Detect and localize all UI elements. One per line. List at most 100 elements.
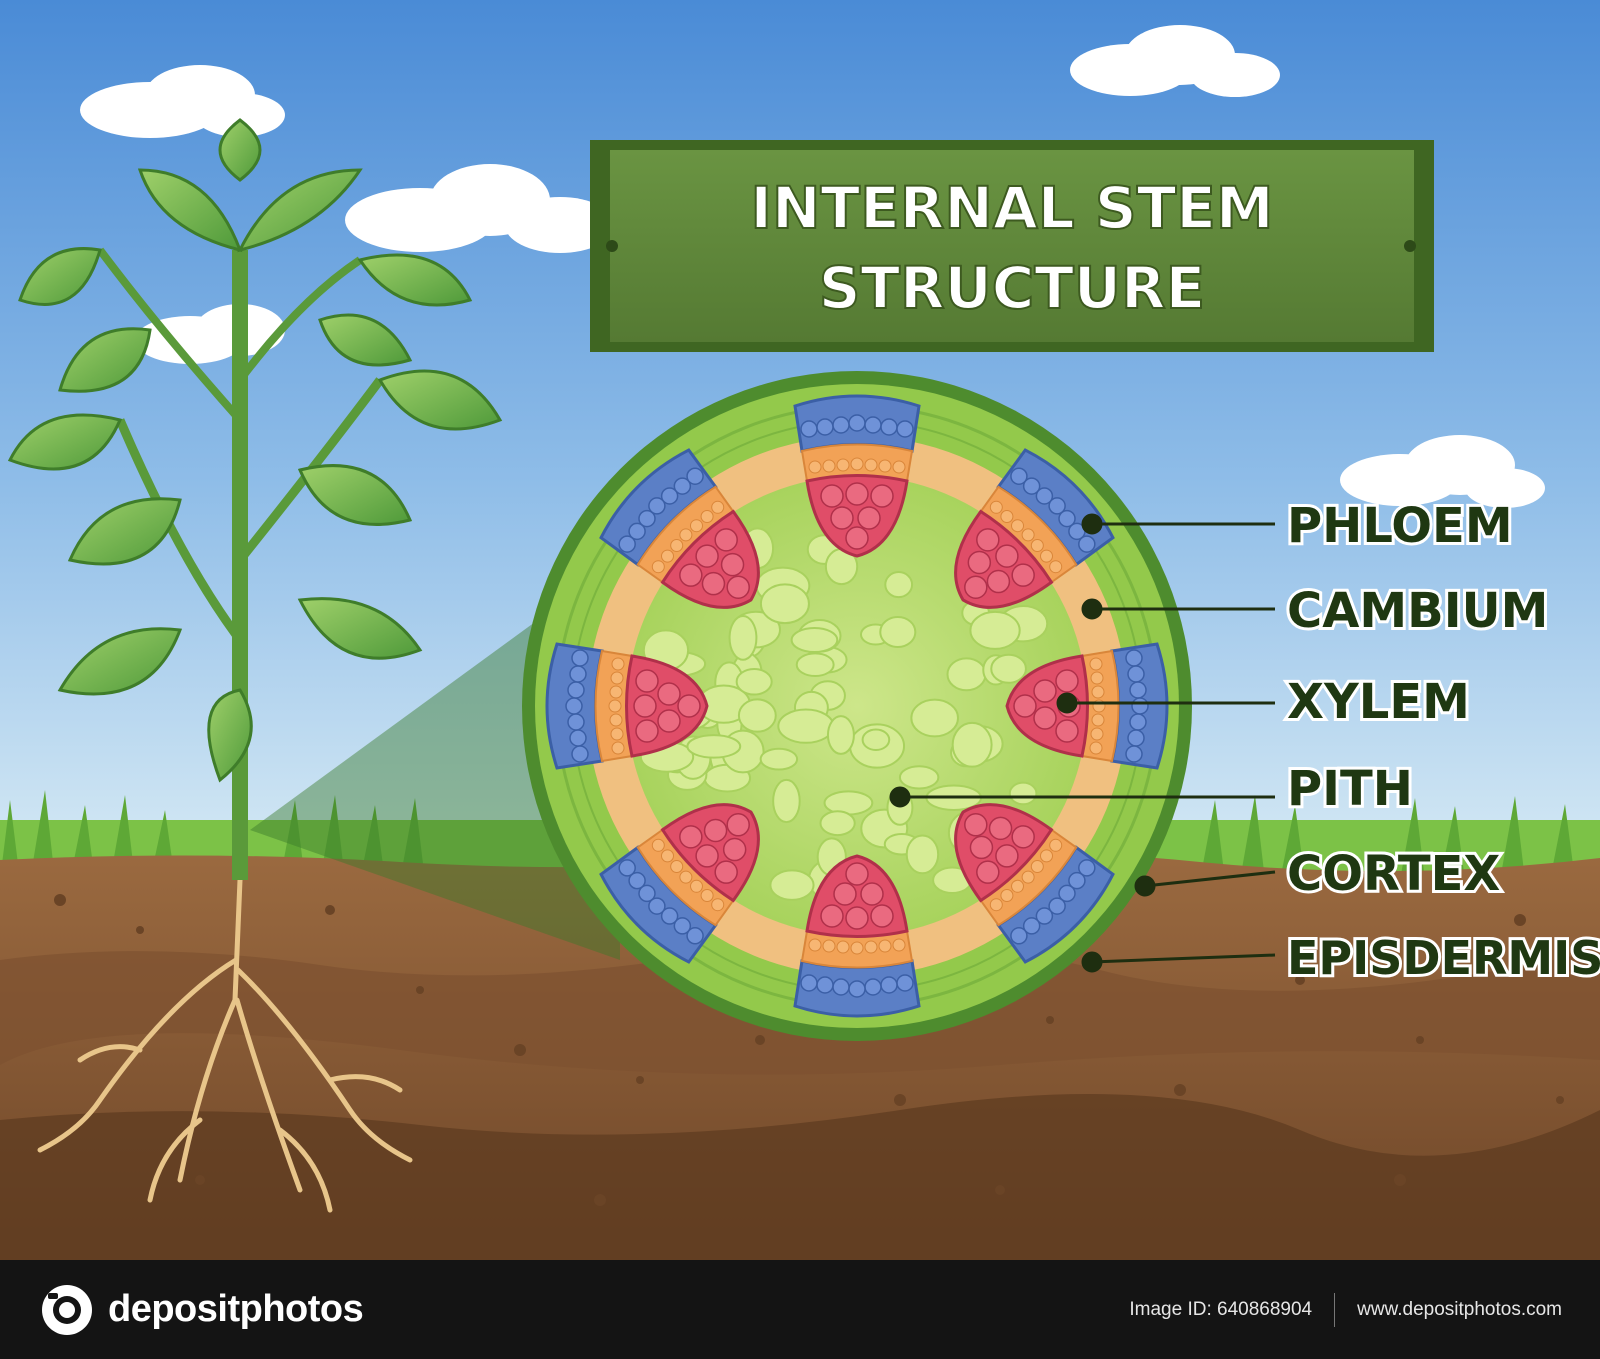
cambium-cell	[1011, 519, 1025, 533]
xylem-cell	[976, 528, 1000, 552]
brand-name: depositphotos	[108, 1288, 364, 1330]
cloud-icon	[1070, 25, 1280, 97]
vascular-bundle	[599, 803, 760, 964]
cambium-cell	[864, 458, 878, 472]
image-id: Image ID: 640868904	[1129, 1298, 1313, 1320]
xylem-cell	[703, 818, 728, 843]
xylem-cell	[845, 526, 869, 550]
xylem-cell	[633, 694, 657, 718]
footer-separator	[1334, 1292, 1336, 1327]
xylem-cell	[995, 544, 1019, 568]
pith-cell	[728, 614, 758, 661]
phloem-cell	[1131, 697, 1149, 715]
phloem-cell	[896, 420, 914, 438]
footer-info: Image ID: 640868904 www.depositphotos.co…	[1129, 1292, 1562, 1327]
pith-cell	[686, 734, 742, 759]
xylem-cell	[1055, 719, 1079, 743]
cambium-cell	[711, 898, 725, 912]
xylem-cell	[995, 844, 1019, 868]
cambium-cell	[1030, 538, 1044, 552]
xylem-cell	[860, 882, 884, 906]
pith-cell	[790, 626, 839, 654]
cambium-cell	[1000, 889, 1014, 903]
soil-layer	[0, 1094, 1600, 1260]
cambium-cell	[1021, 528, 1035, 542]
phloem-cell	[832, 978, 850, 996]
pith-cell	[1008, 781, 1038, 806]
cambium-cell	[700, 889, 714, 903]
xylem-cell	[701, 571, 726, 596]
xylem-dot	[1056, 692, 1078, 714]
phloem-cell	[565, 697, 583, 715]
cambium-cell	[878, 939, 892, 953]
camera-icon	[42, 1284, 92, 1335]
cambium-cell	[1011, 879, 1025, 893]
title-line-1: INTERNAL STEM	[750, 174, 1273, 242]
xylem-cell	[964, 575, 988, 599]
leaf-icon	[7, 118, 503, 783]
xylem-cell	[714, 860, 738, 884]
phloem-cell	[864, 416, 882, 434]
brand-logo[interactable]: depositphotos	[40, 1283, 364, 1337]
pith-cell	[819, 810, 856, 837]
xylem-cell	[726, 575, 750, 599]
phloem-cell	[571, 649, 589, 667]
pith-cell	[910, 698, 959, 738]
cambium-cell	[836, 458, 850, 472]
cambium-cell	[711, 500, 725, 514]
cambium-cell	[660, 549, 674, 563]
cambium-cell	[609, 685, 623, 699]
footer-bar: depositphotos Image ID: 640868904 www.de…	[0, 1260, 1600, 1359]
vascular-bundle	[1005, 642, 1169, 770]
pith-dot	[889, 786, 911, 808]
cambium-cell	[822, 459, 836, 473]
sign-screw	[1404, 240, 1416, 252]
pith-cell	[759, 583, 810, 625]
xylem-cell	[1011, 563, 1035, 587]
cambium-dot	[1081, 598, 1103, 620]
phloem-cell	[848, 414, 866, 432]
cambium-cell	[608, 699, 622, 713]
xylem-cell	[1033, 679, 1057, 703]
leader-lines	[889, 513, 1276, 973]
cortex-dot	[1134, 875, 1156, 897]
scene: INTERNAL STEM STRUCTURE PHLOEM CAMBI	[0, 0, 1600, 1260]
cambium-cell	[1040, 849, 1054, 863]
xylem-cell	[833, 882, 857, 906]
xylem-cell	[845, 862, 869, 886]
xylem-cell	[722, 837, 747, 862]
plant-roots	[37, 877, 413, 1213]
xylem-cell	[635, 719, 659, 743]
cambium-cell	[850, 941, 864, 955]
pith-cell	[884, 571, 914, 599]
phloem-cell	[864, 978, 882, 996]
title-line-2: STRUCTURE	[819, 254, 1206, 322]
cambium-cell	[1021, 870, 1035, 884]
xylem-cell	[677, 694, 701, 718]
xylem-cell	[976, 860, 1000, 884]
xylem-cell	[679, 825, 703, 849]
xylem-cell	[695, 844, 719, 868]
cambium-cell	[1091, 685, 1105, 699]
phloem-cell	[816, 418, 834, 436]
pith-cell	[879, 616, 917, 649]
pith-cell	[861, 728, 891, 751]
xylem-cell	[714, 528, 738, 552]
vascular-bundle	[954, 803, 1115, 964]
phloem-cell	[569, 665, 587, 683]
site-link[interactable]: www.depositphotos.com	[1357, 1298, 1562, 1320]
cambium-cell	[670, 860, 684, 874]
cambium-cell	[609, 713, 623, 727]
xylem-cell	[986, 569, 1011, 594]
phloem-cell	[880, 418, 898, 436]
xylem-cell	[1013, 694, 1037, 718]
cambium-cell	[611, 741, 625, 755]
pith-cell	[735, 667, 773, 696]
phloem-cell	[896, 974, 914, 992]
xylem-cell	[1055, 669, 1079, 693]
label-cortex: CORTEX	[1287, 846, 1500, 902]
xylem-cell	[857, 506, 881, 530]
vascular-bundle	[545, 642, 709, 770]
cambium-cell	[689, 519, 703, 533]
label-pith: PITH	[1287, 761, 1413, 817]
